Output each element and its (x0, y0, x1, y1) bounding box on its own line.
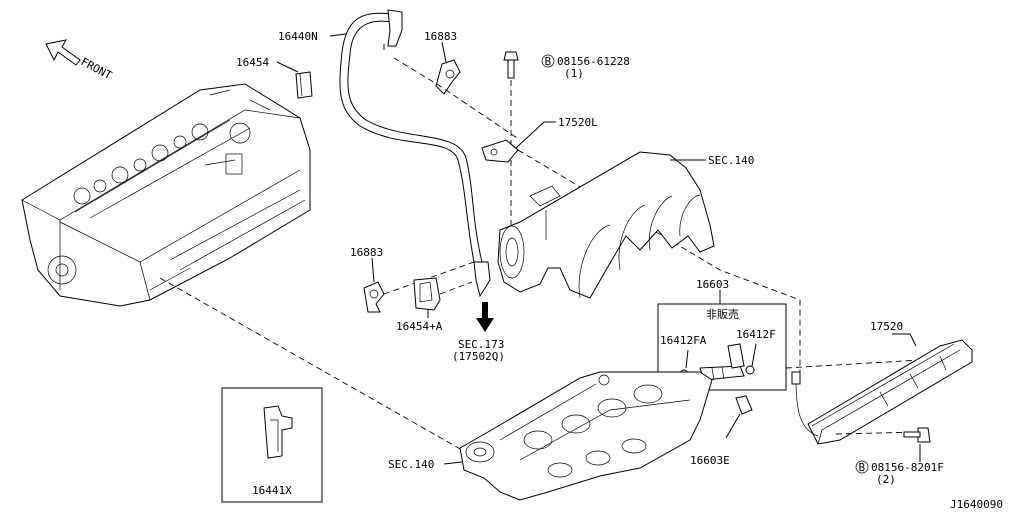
leader-17520L (515, 121, 556, 149)
label-bolt-top: 08156-61228 (557, 55, 630, 68)
label-16441X: 16441X (252, 484, 292, 497)
intake-manifold-lower (459, 371, 713, 501)
label-sec173-sub: (17502Q) (452, 350, 505, 363)
bolt-marker-bottom-icon (855, 460, 869, 474)
part-16440N-hose (339, 9, 491, 298)
leader-head-to-manifold (159, 277, 463, 451)
label-16454A: 16454+A (396, 320, 443, 333)
label-sec173: SEC.173 (458, 338, 504, 351)
label-16440N: 16440N (278, 30, 318, 43)
leader-16454 (276, 61, 299, 73)
bolt-marker-top-icon (541, 54, 555, 68)
leader-17520 (892, 333, 917, 347)
label-16412FA: 16412FA (660, 334, 707, 347)
label-17520L: 17520L (558, 116, 598, 129)
front-label: FRONT (79, 55, 115, 82)
label-16603E: 16603E (690, 454, 730, 467)
label-16883-top: 16883 (424, 30, 457, 43)
label-16412F: 16412F (736, 328, 776, 341)
leader-16883-top (441, 41, 447, 63)
leader-16883-top-dash (393, 57, 521, 141)
part-16883-clamp-top (435, 59, 461, 95)
arrow-down-icon (476, 302, 494, 332)
leader-16883-mid (371, 257, 375, 283)
part-16441X-clip (263, 405, 293, 459)
label-sec140-top: SEC.140 (708, 154, 754, 167)
intake-manifold-upper (497, 151, 715, 299)
diagram-id: J1640090 (950, 498, 1003, 511)
label-sec140-bottom: SEC.140 (388, 458, 434, 471)
part-16454-clip (295, 71, 313, 99)
cylinder-head (21, 83, 311, 307)
part-16454A-clip (413, 277, 441, 311)
label-not-sold: 非販売 (706, 308, 739, 321)
leader-16883-mid-dash (383, 261, 475, 295)
box-16603 (657, 303, 787, 391)
bolt-marker-top: B (545, 55, 552, 68)
label-16454: 16454 (236, 56, 269, 69)
leader-16603E (725, 413, 741, 439)
part-17520L-bracket (481, 139, 519, 163)
front-arrow-icon (45, 39, 81, 66)
leader-16454A-dash (439, 281, 473, 295)
part-16603E-clip (735, 395, 753, 415)
label-bolt-bottom: 08156-8201F (871, 461, 944, 474)
bolt-08156-8201F (903, 427, 931, 443)
label-16603: 16603 (696, 278, 729, 291)
label-bolt-top-qty: (1) (564, 67, 584, 80)
leader-16412 (685, 343, 757, 369)
leader-sec140-bottom (443, 461, 463, 465)
label-17520: 17520 (870, 320, 903, 333)
label-16883-mid: 16883 (350, 246, 383, 259)
part-17520-fuel-rail (791, 339, 973, 445)
part-16883-clamp-mid (363, 281, 385, 313)
bolt-08156-61228 (503, 51, 519, 79)
leader-16440N (329, 33, 347, 37)
bolt-marker-bottom: B (859, 461, 866, 474)
box-16441X (221, 387, 323, 503)
label-bolt-bottom-qty: (2) (876, 473, 896, 486)
